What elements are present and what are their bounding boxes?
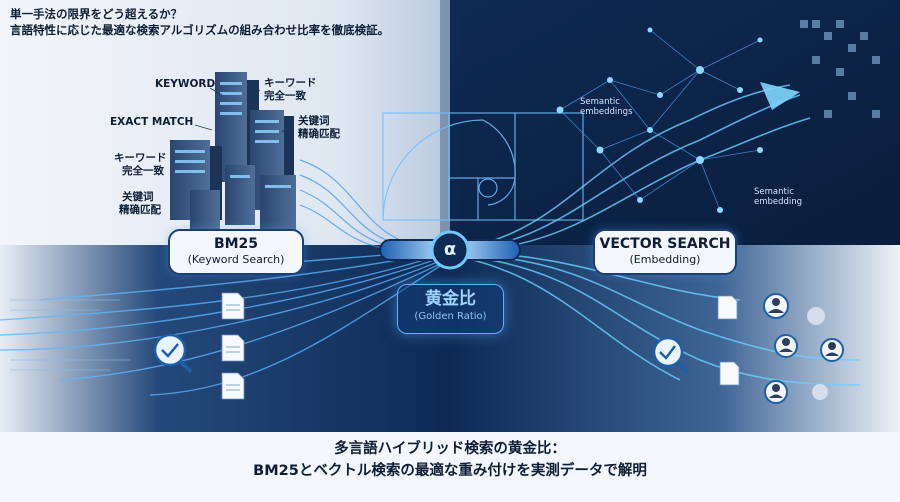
golden-ratio-title: 黄金比 xyxy=(425,289,476,309)
vector-subtitle: (Embedding) xyxy=(629,253,701,266)
bm25-title: BM25 xyxy=(213,236,259,252)
golden-ratio-subtitle: (Golden Ratio) xyxy=(414,311,487,322)
label-ja-exact-mid: 完全一致 xyxy=(122,165,164,177)
label-zh-exact-bot: 精确匹配 xyxy=(119,204,161,216)
footer-line-1: 多言語ハイブリッド検索の黄金比： xyxy=(334,441,566,457)
label-zh-keyword-top: 关键词 xyxy=(298,115,330,127)
semantic-embedding-label: Semantic embedding xyxy=(754,187,803,207)
intro-line-1: 単一手法の限界をどう超えるか？ xyxy=(10,7,183,21)
footer-line-2: BM25とベクトル検索の最適な重み付けを実測データで解明 xyxy=(253,463,647,479)
intro-line-2: 言語特性に応じた最適な検索アルゴリズムの組み合わせ比率を徹底検証。 xyxy=(10,23,390,37)
vector-title: VECTOR SEARCH xyxy=(599,236,731,252)
intro-text: 単一手法の限界をどう超えるか？ 言語特性に応じた最適な検索アルゴリズムの組み合わ… xyxy=(10,6,389,38)
footer-caption: 多言語ハイブリッド検索の黄金比： BM25とベクトル検索の最適な重み付けを実測デ… xyxy=(0,432,900,502)
label-zh-keyword-bot: 关键词 xyxy=(122,191,154,203)
golden-ratio-box: 黄金比 (Golden Ratio) xyxy=(397,284,504,334)
label-ja-keyword-top: キーワード xyxy=(264,77,317,89)
label-keyword: KEYWORD xyxy=(155,78,216,90)
semantic-embeddings-label: Semantic embeddings xyxy=(580,97,633,117)
label-exact-match: EXACT MATCH xyxy=(110,116,194,128)
bm25-panel: BM25 (Keyword Search) xyxy=(168,229,304,275)
vector-panel: VECTOR SEARCH (Embedding) xyxy=(593,229,737,275)
label-ja-keyword-mid: キーワード xyxy=(114,152,167,164)
label-zh-exact-top: 精确匹配 xyxy=(298,128,340,140)
alpha-slider-knob[interactable]: α xyxy=(443,239,457,260)
bm25-subtitle: (Keyword Search) xyxy=(187,253,285,266)
label-ja-exact-top: 完全一致 xyxy=(264,90,306,102)
